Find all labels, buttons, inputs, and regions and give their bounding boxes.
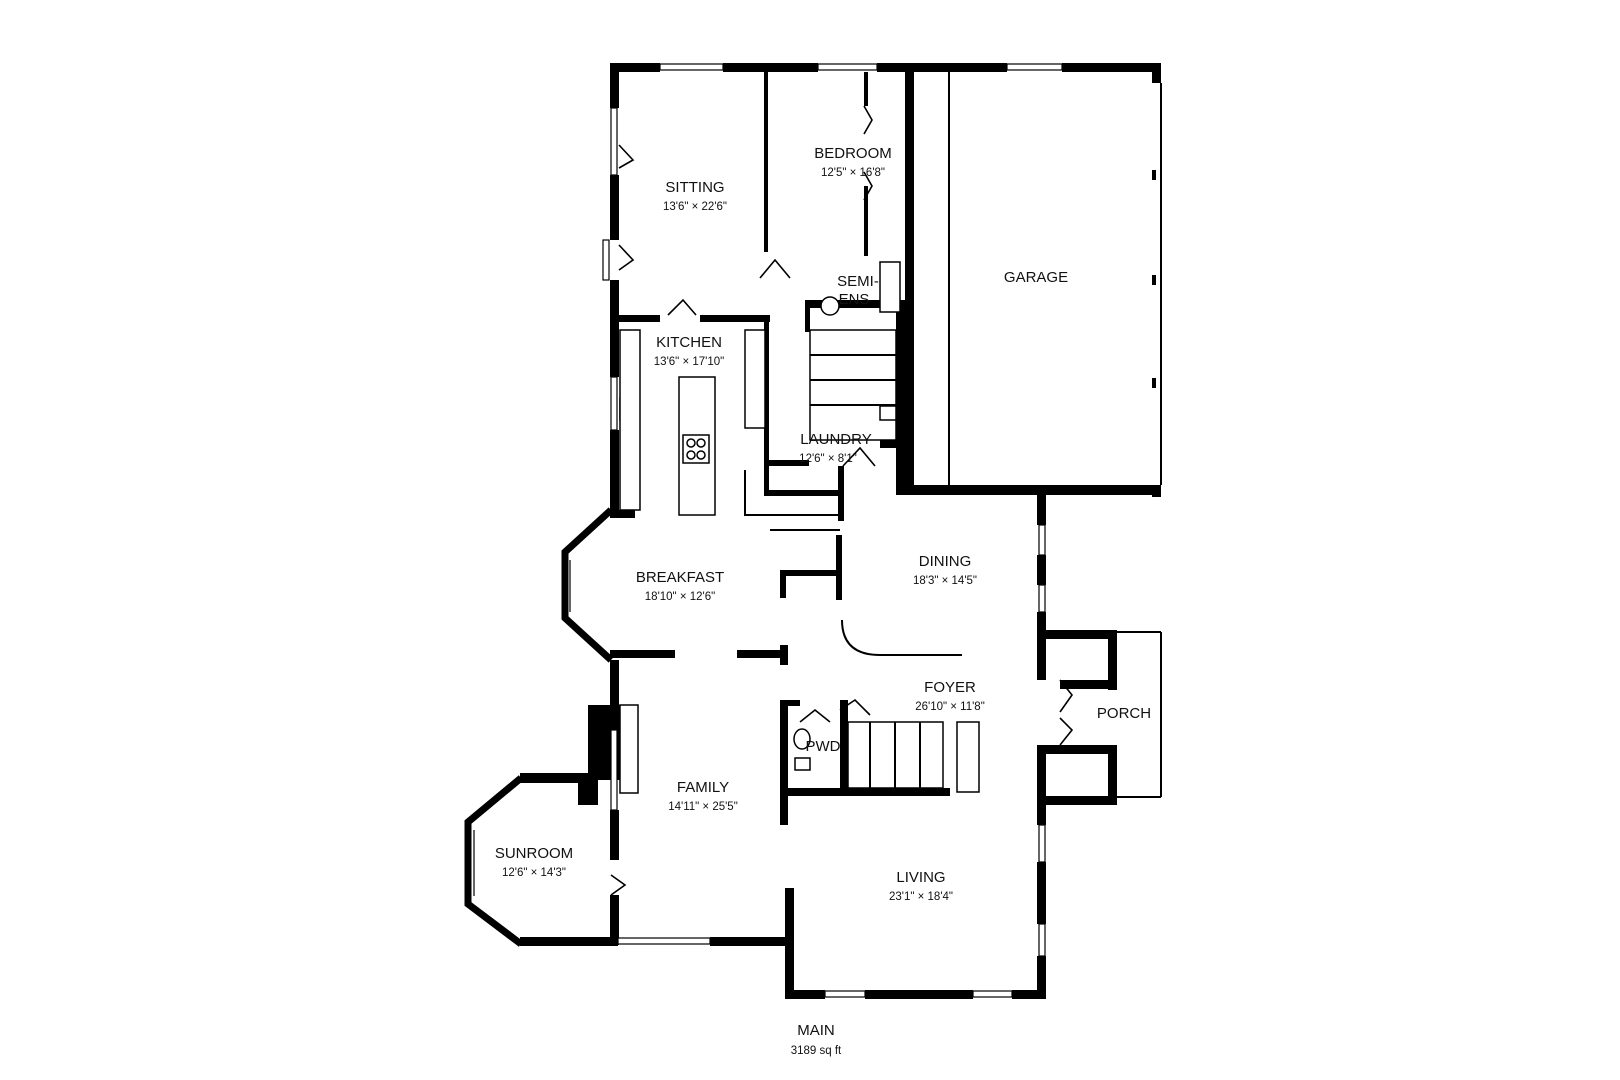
- bedroom-label: BEDROOM: [814, 145, 892, 162]
- laundry-dims: 12'6" × 8'1": [799, 453, 857, 465]
- thin-lines: [744, 83, 1162, 798]
- pwd-label: PWD: [806, 738, 841, 755]
- floor-area: 3189 sq ft: [791, 1045, 842, 1057]
- room-labels: SITTING 13'6" × 22'6" BEDROOM 12'5" × 16…: [495, 145, 1151, 903]
- sitting-dims: 13'6" × 22'6": [663, 201, 727, 213]
- breakfast-label: BREAKFAST: [636, 569, 724, 586]
- windows: [602, 63, 1063, 998]
- sitting-label: SITTING: [665, 179, 724, 196]
- kitchen-label: KITCHEN: [656, 334, 722, 351]
- foyer-dims: 26'10" × 11'8": [915, 701, 985, 713]
- porch-label: PORCH: [1097, 705, 1151, 722]
- bath-fixtures: [793, 261, 901, 771]
- walls: [520, 63, 1161, 999]
- living-label: LIVING: [896, 869, 945, 886]
- stairs: [809, 329, 980, 793]
- laundry-label: LAUNDRY: [800, 431, 871, 448]
- breakfast-dims: 18'10" × 12'6": [645, 591, 715, 603]
- family-dims: 14'11" × 25'5": [668, 801, 738, 813]
- door-swings: [610, 105, 1074, 896]
- kitchen-dims: 13'6" × 17'10": [654, 356, 724, 368]
- dining-label: DINING: [919, 553, 972, 570]
- sunroom-dims: 12'6" × 14'3": [502, 867, 566, 879]
- dining-dims: 18'3" × 14'5": [913, 575, 977, 587]
- semiens-label-line2: ENS: [839, 291, 870, 308]
- bedroom-dims: 12'5" × 16'8": [821, 167, 885, 179]
- living-dims: 23'1" × 18'4": [889, 891, 953, 903]
- family-label: FAMILY: [677, 779, 729, 796]
- garage-label: GARAGE: [1004, 269, 1068, 286]
- foyer-label: FOYER: [924, 679, 976, 696]
- kitchen-fixtures: [619, 329, 766, 516]
- floor-name: MAIN: [797, 1022, 835, 1039]
- sunroom-label: SUNROOM: [495, 845, 573, 862]
- semiens-label-line1: SEMI-: [837, 273, 879, 290]
- bay-walls: [464, 507, 614, 947]
- floor-caption: MAIN 3189 sq ft: [791, 1022, 842, 1057]
